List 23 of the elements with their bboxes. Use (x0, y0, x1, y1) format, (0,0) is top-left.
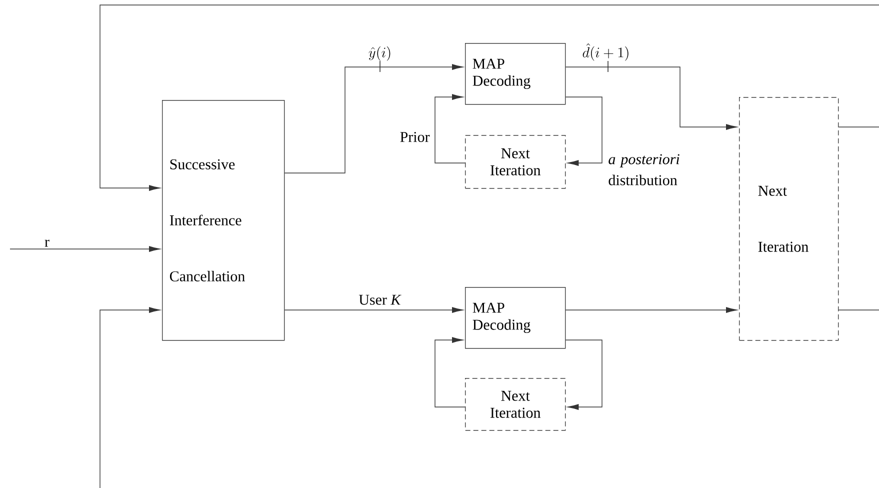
edge-label: r (44, 240, 50, 247)
process-box: Successive Interference Cancellation (162, 100, 285, 341)
arrow (284, 64, 464, 174)
edge-label: Prior (400, 132, 430, 142)
arrow (565, 66, 738, 130)
process-box: MAP Decoding (465, 43, 566, 105)
arrow (10, 246, 160, 252)
arrow (565, 96, 602, 166)
edge-label: $\hat{y}(i)$ (368, 46, 390, 61)
arrow (100, 307, 160, 488)
edge-label: $\hat{d}(i+1)$ (582, 43, 628, 61)
edge-label: a posteriori distribution (608, 154, 680, 186)
dashed-box: Next Iteration (465, 135, 566, 189)
dashed-box: Next Iteration (739, 97, 839, 341)
process-box: MAP Decoding (465, 287, 566, 349)
arrow (434, 94, 466, 164)
arrow (434, 337, 466, 408)
arrow (100, 4, 879, 191)
edge-label: User K (358, 294, 402, 305)
dashed-box: Next Iteration (465, 378, 566, 431)
arrow (284, 307, 464, 313)
arrow (565, 340, 602, 410)
arrow (565, 307, 738, 313)
